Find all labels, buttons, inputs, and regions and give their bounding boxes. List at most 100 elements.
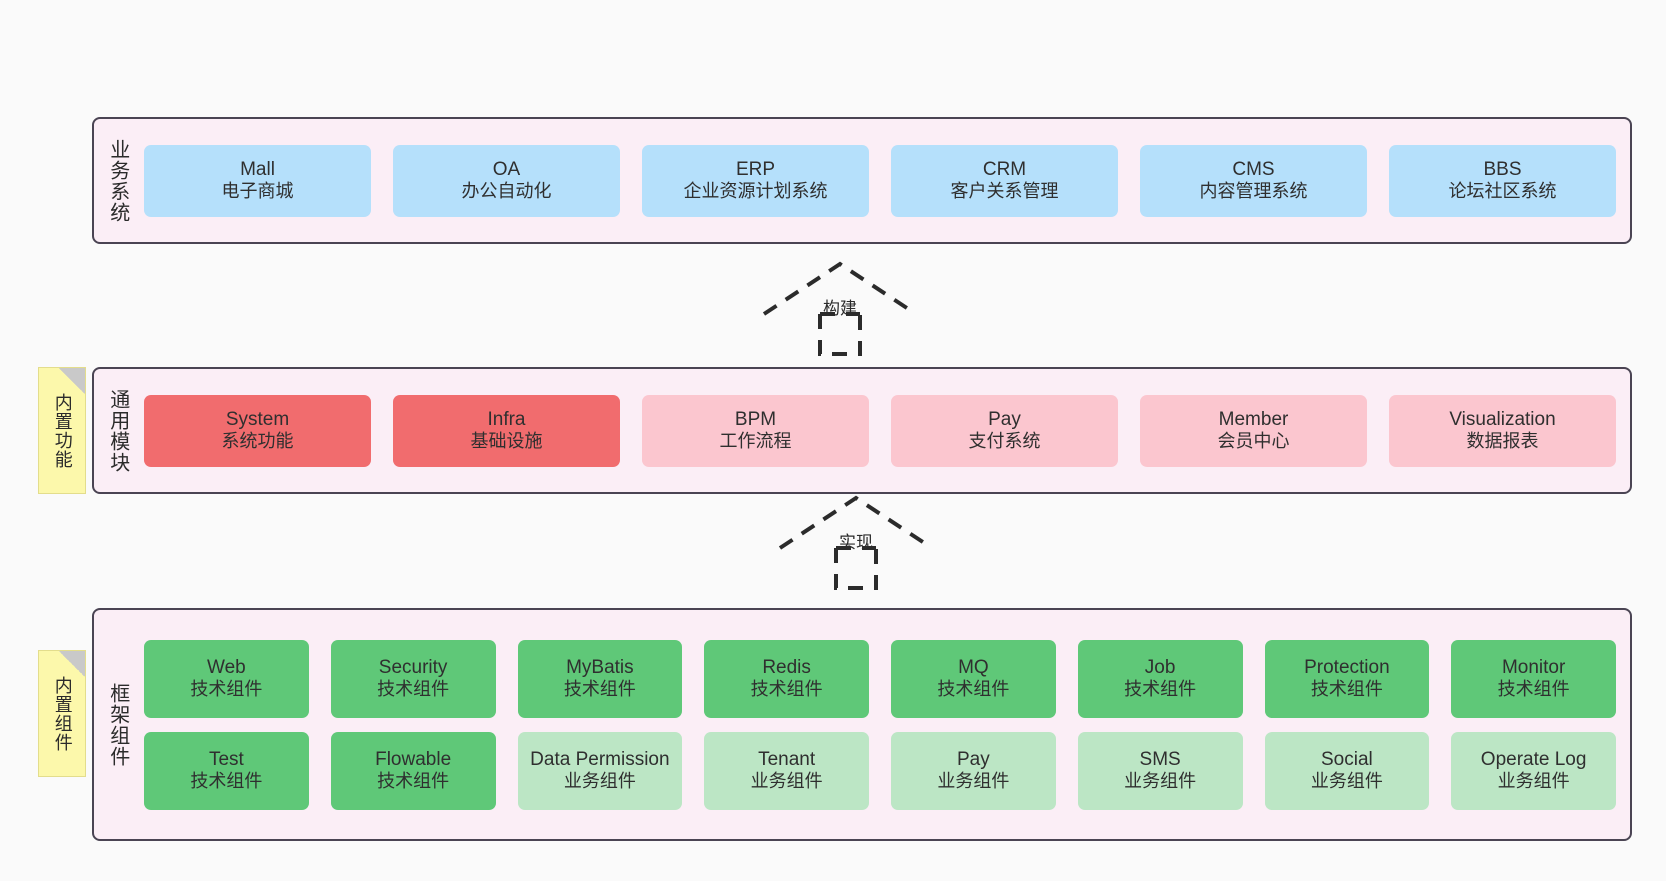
node-subtitle: 电子商城 (221, 181, 294, 202)
node-subtitle: 内容管理系统 (1199, 181, 1308, 202)
node-subtitle: 工作流程 (719, 431, 792, 452)
node-web[interactable]: Web 技术组件 (144, 639, 309, 718)
node-title: CMS (1232, 158, 1275, 180)
layer-common-modules: 通用模块 System 系统功能 Infra 基础设施 BPM 工作流程 Pay… (92, 367, 1632, 494)
node-bbs[interactable]: BBS 论坛社区系统 (1389, 144, 1616, 217)
node-mall[interactable]: Mall 电子商城 (144, 144, 371, 217)
node-title: Social (1321, 748, 1373, 770)
node-subtitle: 业务组件 (937, 771, 1010, 792)
node-subtitle: 支付系统 (968, 431, 1041, 452)
node-subtitle: 技术组件 (377, 679, 450, 700)
node-pay[interactable]: Pay 支付系统 (891, 394, 1118, 467)
layer-title-business-systems: 业务系统 (106, 138, 129, 223)
node-subtitle: 客户关系管理 (950, 181, 1059, 202)
node-subtitle: 业务组件 (563, 771, 636, 792)
node-mq[interactable]: MQ 技术组件 (891, 639, 1056, 718)
node-subtitle: 企业资源计划系统 (683, 181, 828, 202)
node-title: System (225, 408, 290, 430)
node-system[interactable]: System 系统功能 (144, 394, 371, 467)
node-pay-component[interactable]: Pay 业务组件 (891, 731, 1056, 810)
node-subtitle: 技术组件 (377, 771, 450, 792)
node-title: Redis (762, 656, 811, 678)
node-title: Protection (1304, 656, 1390, 678)
node-row: Mall 电子商城 OA 办公自动化 ERP 企业资源计划系统 CRM 客户关系… (144, 144, 1616, 217)
node-cms[interactable]: CMS 内容管理系统 (1140, 144, 1367, 217)
node-mybatis[interactable]: MyBatis 技术组件 (517, 639, 683, 718)
node-subtitle: 技术组件 (190, 771, 263, 792)
node-title: Mall (240, 158, 275, 180)
node-title: Monitor (1501, 656, 1566, 678)
sticky-note-label: 内置功能 (52, 392, 73, 469)
node-erp[interactable]: ERP 企业资源计划系统 (642, 144, 869, 217)
node-member[interactable]: Member 会员中心 (1140, 394, 1367, 467)
layer-title-framework-components: 框架组件 (106, 682, 129, 767)
layer-title-common-modules: 通用模块 (106, 388, 129, 473)
node-title: Data Permission (530, 748, 670, 770)
node-data-permission[interactable]: Data Permission 业务组件 (517, 731, 683, 810)
node-subtitle: 技术组件 (750, 679, 823, 700)
node-title: MyBatis (566, 656, 634, 678)
layer-body-framework-components: Web 技术组件 Security 技术组件 MyBatis 技术组件 Redi… (140, 610, 1630, 839)
connector-realize: 实现 (776, 492, 936, 592)
node-infra[interactable]: Infra 基础设施 (393, 394, 620, 467)
node-subtitle: 技术组件 (563, 679, 636, 700)
layer-body-business-systems: Mall 电子商城 OA 办公自动化 ERP 企业资源计划系统 CRM 客户关系… (140, 119, 1630, 242)
node-subtitle: 技术组件 (1497, 679, 1570, 700)
node-title: Infra (487, 408, 526, 430)
node-subtitle: 业务组件 (1497, 771, 1570, 792)
node-title: Flowable (375, 748, 452, 770)
node-monitor[interactable]: Monitor 技术组件 (1451, 639, 1616, 718)
node-job[interactable]: Job 技术组件 (1077, 639, 1243, 718)
node-subtitle: 会员中心 (1217, 431, 1290, 452)
node-sms[interactable]: SMS 业务组件 (1077, 731, 1243, 810)
node-bpm[interactable]: BPM 工作流程 (642, 394, 869, 467)
node-security[interactable]: Security 技术组件 (330, 639, 496, 718)
node-tenant[interactable]: Tenant 业务组件 (704, 731, 869, 810)
node-row: Test 技术组件 Flowable 技术组件 Data Permission … (144, 731, 1616, 810)
connector-build: 构建 (760, 258, 920, 358)
node-subtitle: 技术组件 (1310, 679, 1383, 700)
node-crm[interactable]: CRM 客户关系管理 (891, 144, 1118, 217)
node-protection[interactable]: Protection 技术组件 (1264, 639, 1430, 718)
node-subtitle: 技术组件 (937, 679, 1010, 700)
node-subtitle: 技术组件 (190, 679, 263, 700)
node-social[interactable]: Social 业务组件 (1264, 731, 1430, 810)
node-title: Test (208, 748, 244, 770)
node-subtitle: 办公自动化 (461, 181, 552, 202)
node-title: Operate Log (1480, 748, 1587, 770)
node-operate-log[interactable]: Operate Log 业务组件 (1451, 731, 1616, 810)
node-redis[interactable]: Redis 技术组件 (704, 639, 869, 718)
node-title: BBS (1483, 158, 1522, 180)
node-subtitle: 业务组件 (1124, 771, 1197, 792)
node-title: SMS (1139, 748, 1181, 770)
node-subtitle: 系统功能 (221, 431, 294, 452)
node-subtitle: 业务组件 (1310, 771, 1383, 792)
node-title: Member (1218, 408, 1289, 430)
sticky-note-builtin-components: 内置组件 (38, 650, 86, 777)
node-title: Security (378, 656, 448, 678)
node-flowable[interactable]: Flowable 技术组件 (330, 731, 496, 810)
uml-realization-arrow-icon (762, 261, 918, 356)
connector-label: 实现 (839, 533, 873, 552)
node-title: Tenant (758, 748, 816, 770)
node-title: Job (1144, 656, 1176, 678)
node-oa[interactable]: OA 办公自动化 (393, 144, 620, 217)
node-title: BPM (734, 408, 777, 430)
node-row: Web 技术组件 Security 技术组件 MyBatis 技术组件 Redi… (144, 639, 1616, 718)
layer-business-systems: 业务系统 Mall 电子商城 OA 办公自动化 ERP 企业资源计划系统 CRM… (92, 117, 1632, 244)
node-title: Web (207, 656, 246, 678)
node-row: System 系统功能 Infra 基础设施 BPM 工作流程 Pay 支付系统… (144, 394, 1616, 467)
node-subtitle: 数据报表 (1466, 431, 1539, 452)
node-visualization[interactable]: Visualization 数据报表 (1389, 394, 1616, 467)
uml-realization-arrow-icon (778, 495, 934, 590)
node-title: Pay (988, 408, 1021, 430)
page-fold-icon (59, 368, 85, 394)
node-title: Visualization (1449, 408, 1556, 430)
node-test[interactable]: Test 技术组件 (144, 731, 309, 810)
layer-body-common-modules: System 系统功能 Infra 基础设施 BPM 工作流程 Pay 支付系统… (140, 369, 1630, 492)
page-fold-icon (59, 651, 85, 677)
node-subtitle: 基础设施 (470, 431, 543, 452)
sticky-note-builtin-features: 内置功能 (38, 367, 86, 494)
sticky-note-label: 内置组件 (52, 675, 73, 752)
